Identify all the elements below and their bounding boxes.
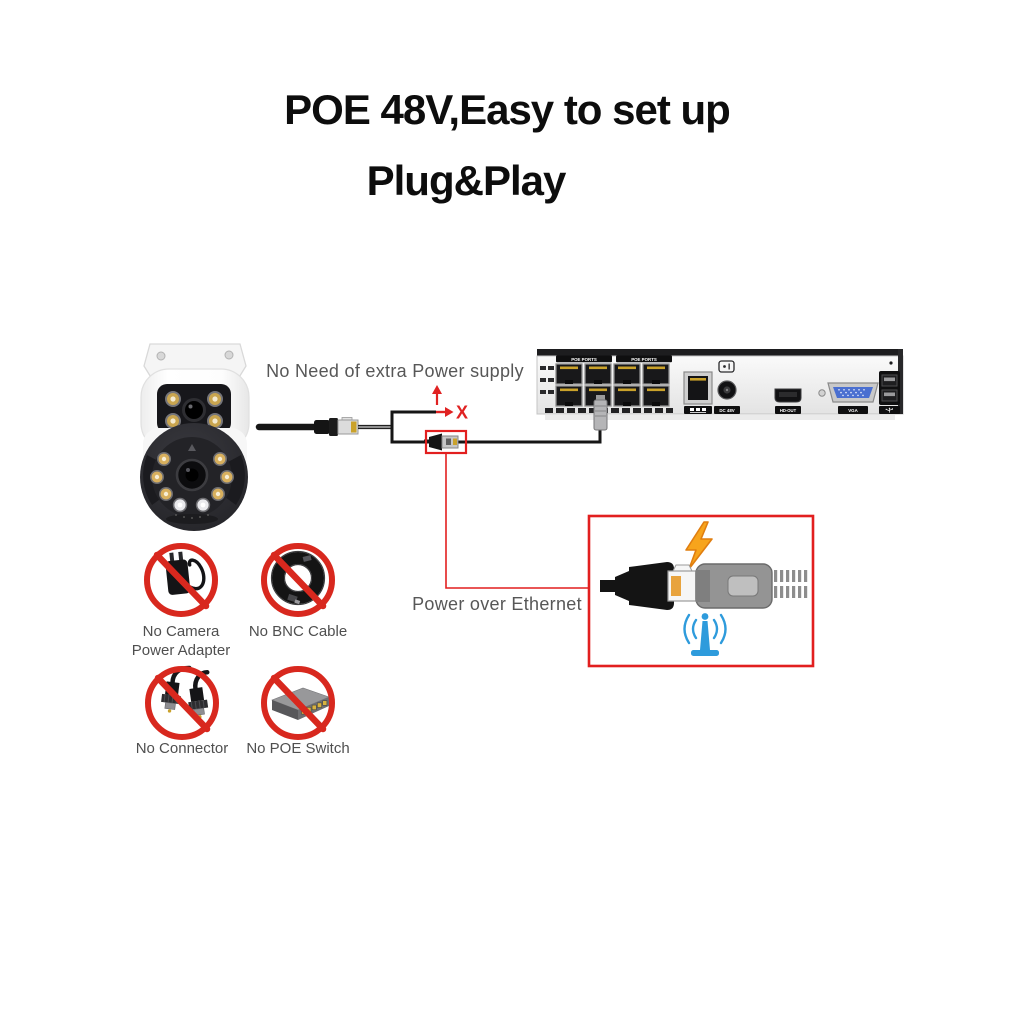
no-power-callout: X	[432, 385, 468, 423]
lightning-icon	[685, 521, 713, 570]
no-extra-power-label: No Need of extra Power supply	[266, 361, 524, 381]
poe-leader-line	[445, 453, 589, 589]
ptz-camera	[140, 343, 250, 531]
nvr-usb-ports	[879, 361, 900, 414]
nvr-vent-left	[540, 366, 554, 394]
prohibition-icon	[261, 666, 335, 740]
hdmi-port-label: HD-OUT	[780, 408, 797, 413]
dc-port-label: DC 48V	[719, 408, 734, 413]
prohibition-poe-switch	[261, 666, 335, 740]
title-line-1: POE 48V,Easy to set up	[284, 86, 731, 133]
no-bnc-cable-label: No BNC Cable	[248, 623, 348, 640]
no-camera-power-adapter-label-line2: Power Adapter	[131, 642, 231, 659]
prohibition-icon	[261, 543, 335, 617]
cable-strain-relief	[774, 570, 808, 598]
nvr-dc-power-jack: DC 48V	[714, 360, 740, 414]
prohibition-connector	[145, 665, 219, 740]
poe-detail-box	[587, 514, 815, 668]
camera-ptz-dome	[140, 423, 248, 531]
title-line-2: Plug&Play	[366, 157, 567, 204]
dc-polarity-icon	[718, 360, 735, 373]
wifi-antenna-icon	[683, 613, 727, 656]
x-icon: X	[456, 403, 468, 423]
cable-branch-data	[390, 427, 602, 444]
prohibition-icon	[144, 543, 218, 617]
nvr-poe-ports	[555, 363, 670, 407]
nvr-rear-panel: POE PORTS POE PORTS	[536, 349, 904, 420]
rj45-connector	[314, 417, 359, 436]
ethernet-plug-illustration	[600, 562, 808, 610]
nvr-hdmi-port: HD-OUT	[774, 388, 802, 414]
cable-branch-power	[390, 410, 436, 427]
vga-port-label: VGA	[848, 408, 858, 413]
poe-ports-label-strip-right	[616, 355, 672, 363]
nvr-lan-port	[683, 371, 713, 414]
up-arrow-icon	[432, 385, 442, 405]
bnc-cable-graphic	[270, 550, 326, 606]
power-over-ethernet-label: Power over Ethernet	[412, 594, 582, 614]
poe-coupler	[424, 429, 468, 455]
no-camera-power-adapter-label-line1: No Camera	[142, 623, 220, 640]
nvr-plug-connector	[593, 395, 608, 431]
prohibition-bnc-cable	[261, 543, 335, 617]
poe-ports-label-right: POE PORTS	[631, 357, 657, 362]
no-connector-label: No Connector	[135, 740, 229, 757]
poe-ports-label-left: POE PORTS	[571, 357, 597, 362]
usb-icon	[885, 407, 893, 413]
prohibition-icon	[145, 666, 219, 740]
prohibition-camera-power-adapter	[144, 543, 218, 617]
camera-lens-top	[182, 398, 206, 422]
no-poe-switch-label: No POE Switch	[246, 740, 350, 757]
poe-ports-label-strip-left	[556, 355, 612, 363]
lan-icon	[690, 408, 706, 413]
camera-fixed-lens-panel	[157, 384, 231, 433]
camera-ethernet-cable	[255, 395, 608, 444]
